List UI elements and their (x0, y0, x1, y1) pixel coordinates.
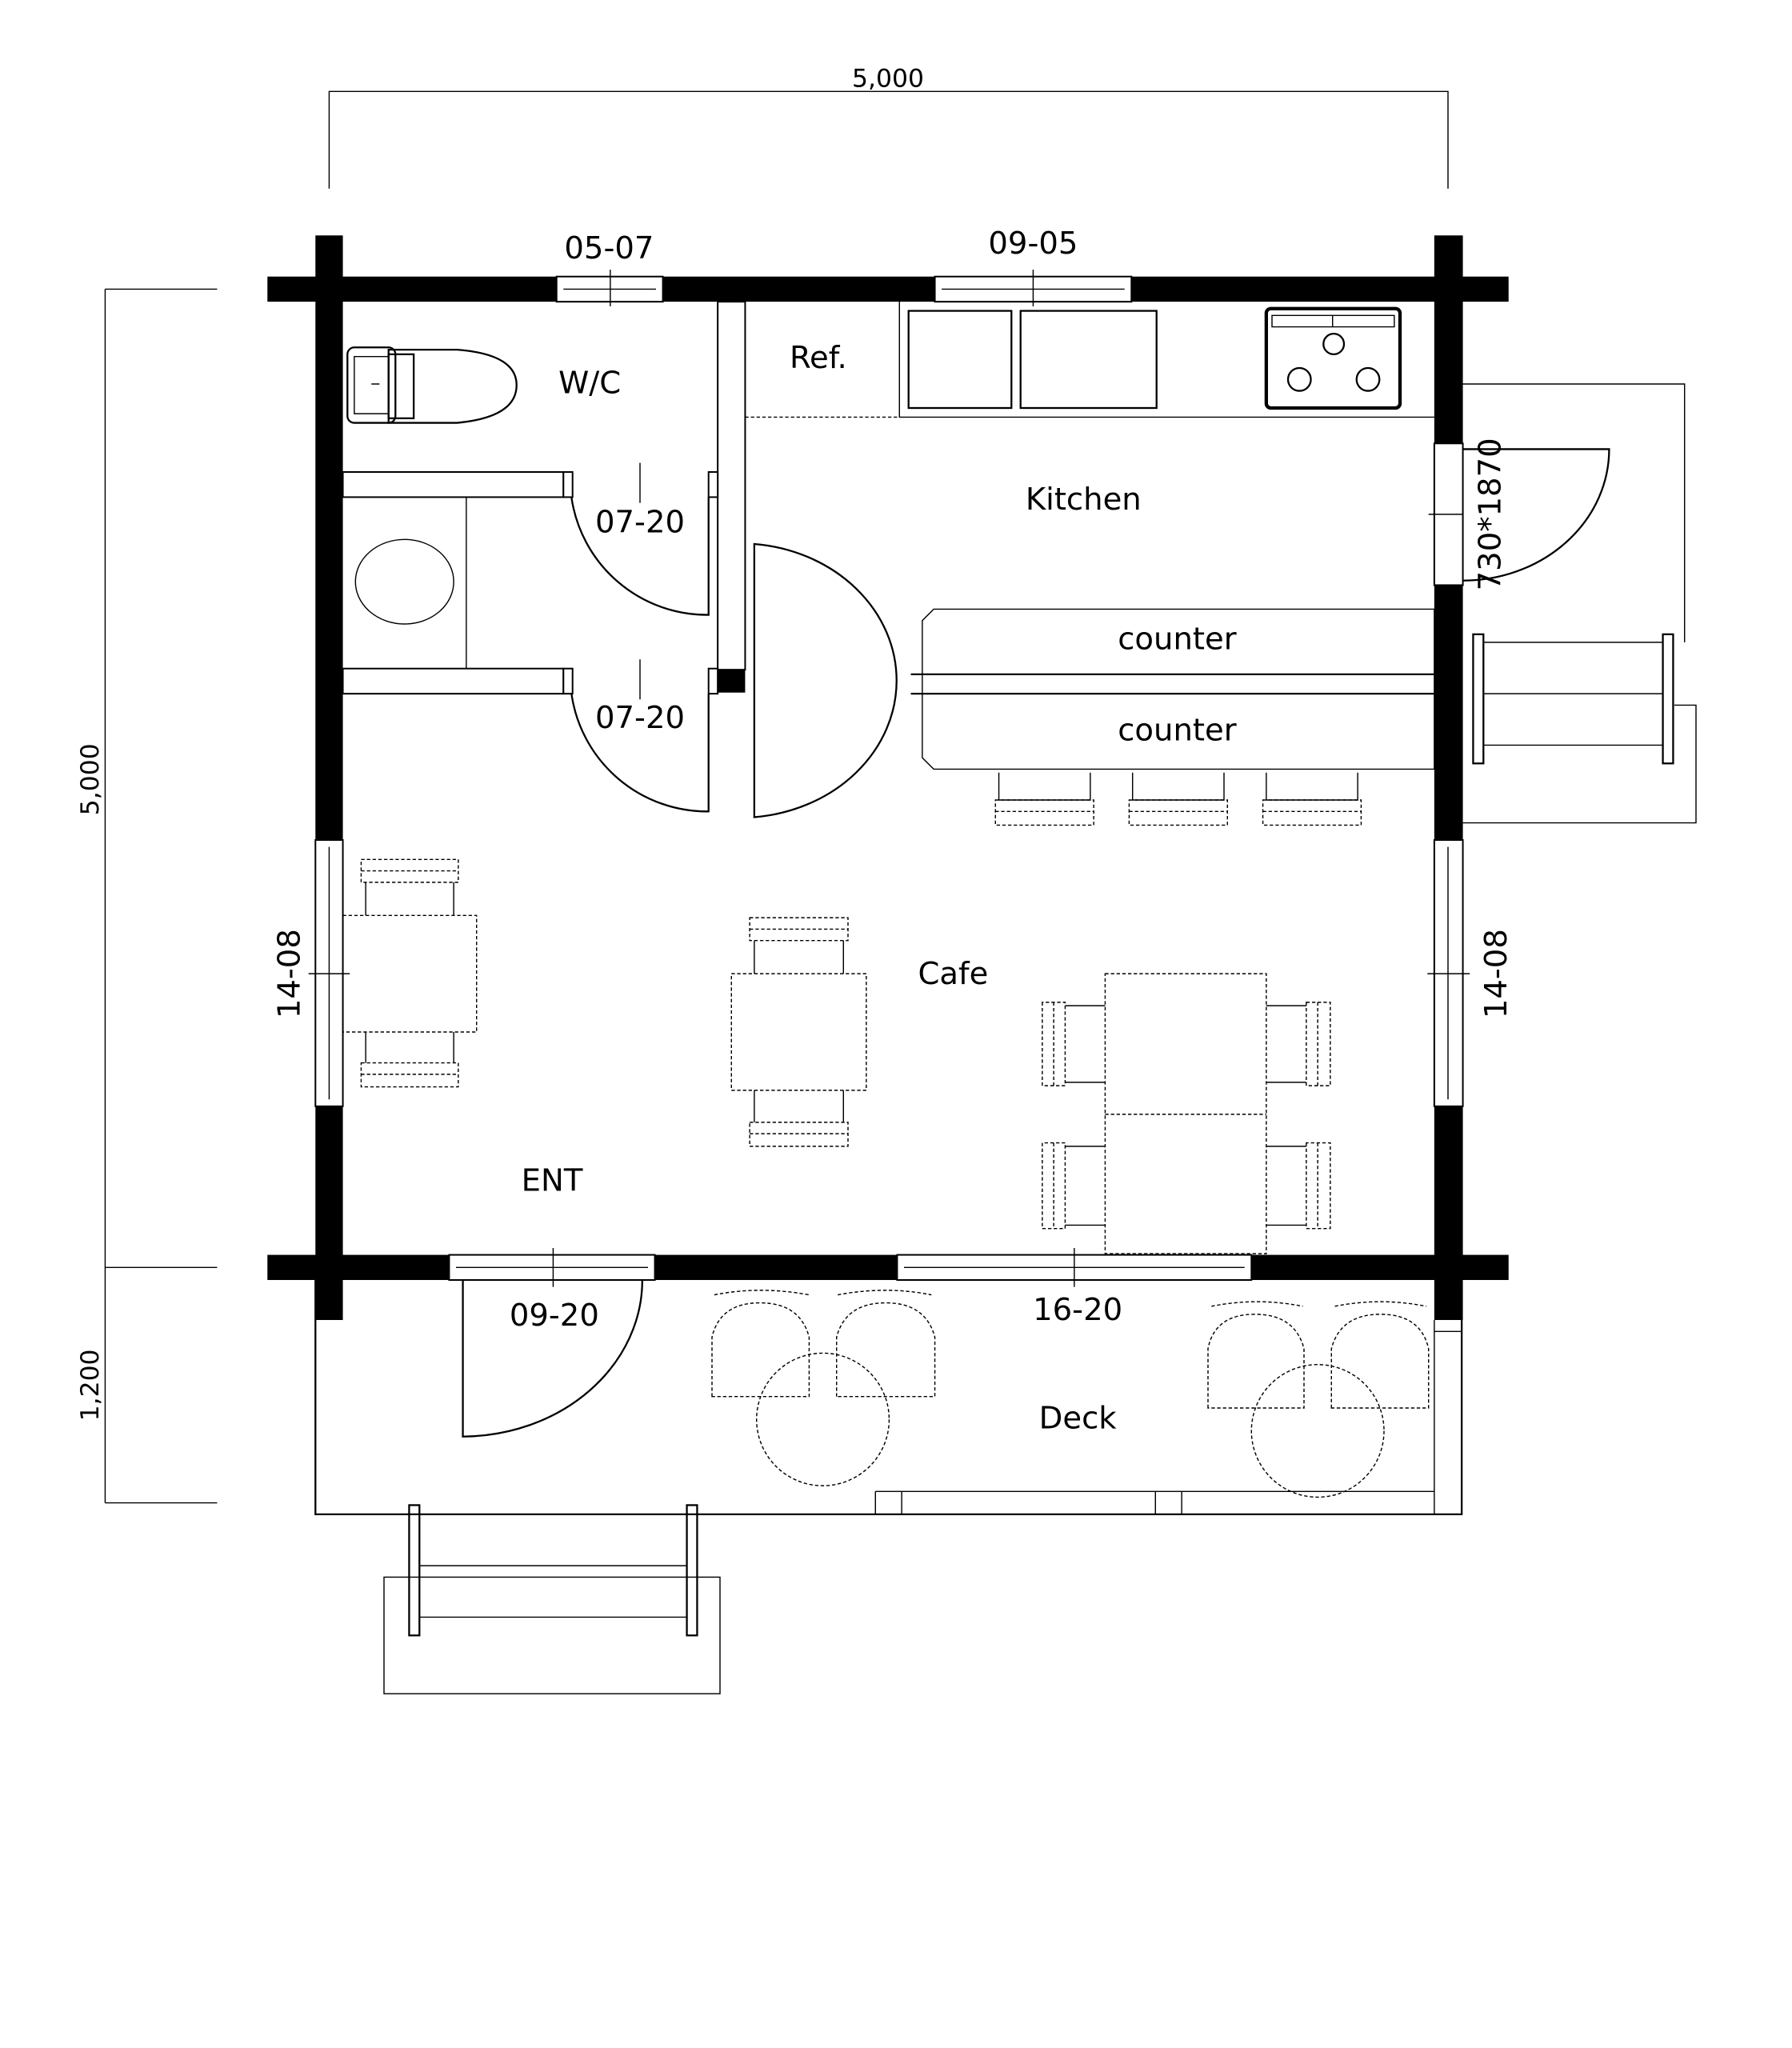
kitchen-counter (745, 302, 1434, 418)
sink-left-icon (907, 310, 1013, 410)
stove-icon (1264, 306, 1402, 410)
washbasin-icon (354, 497, 467, 669)
window-top-kitchen-label: 09-05 (988, 226, 1078, 262)
dimension-left: 5,000 1,200 (76, 288, 218, 1504)
window-left: 14-08 (271, 839, 350, 1107)
door-wc-2: 07-20 (570, 659, 710, 813)
counter-island: counter counter (910, 608, 1435, 770)
door-entrance-label: 09-20 (510, 1298, 599, 1334)
window-left-label: 14-08 (271, 929, 307, 1018)
window-top-kitchen: 09-05 (934, 226, 1133, 306)
deck-table-2 (1207, 1301, 1430, 1498)
door-wc-2-label: 07-20 (595, 700, 685, 736)
walls (267, 235, 1509, 1320)
cafe-table-center (730, 917, 867, 1147)
cafe-table-window (342, 858, 478, 1088)
door-entrance: 09-20 (448, 1248, 656, 1438)
door-kitchen-side-label: 730*1870 (1473, 438, 1509, 590)
sink-right-icon (1019, 310, 1158, 410)
counter-bottom-label: counter (1118, 713, 1237, 749)
room-label-cafe: Cafe (918, 956, 988, 992)
door-wc-1-label: 07-20 (595, 505, 685, 541)
deck: Deck (314, 383, 1697, 1694)
dimension-left-label: 5,000 (76, 743, 105, 815)
cafe-table-large (1042, 973, 1331, 1254)
counter-top-label: counter (1118, 621, 1237, 657)
door-kitchen-side: 730*1870 (1428, 438, 1610, 590)
room-label-kitchen: Kitchen (1026, 482, 1142, 518)
room-label-wc: W/C (558, 365, 621, 401)
door-kitchen-swing (753, 542, 898, 818)
room-label-ref: Ref. (790, 340, 847, 376)
room-label-entrance: ENT (522, 1163, 583, 1199)
window-front: 16-20 (896, 1248, 1253, 1328)
window-right: 14-08 (1427, 839, 1514, 1107)
room-label-deck: Deck (1039, 1401, 1118, 1437)
window-top-left: 05-07 (555, 230, 664, 306)
dimension-deck-label: 1,200 (76, 1349, 105, 1421)
dimension-top-label: 5,000 (852, 65, 924, 94)
window-front-label: 16-20 (1033, 1292, 1122, 1328)
toilet-icon (346, 346, 518, 424)
door-wc-1: 07-20 (570, 462, 710, 616)
bar-stools (994, 772, 1362, 826)
dimension-top: 5,000 (328, 65, 1449, 189)
window-right-label: 14-08 (1478, 929, 1514, 1018)
deck-table-1 (711, 1290, 936, 1486)
window-top-left-label: 05-07 (564, 230, 654, 266)
